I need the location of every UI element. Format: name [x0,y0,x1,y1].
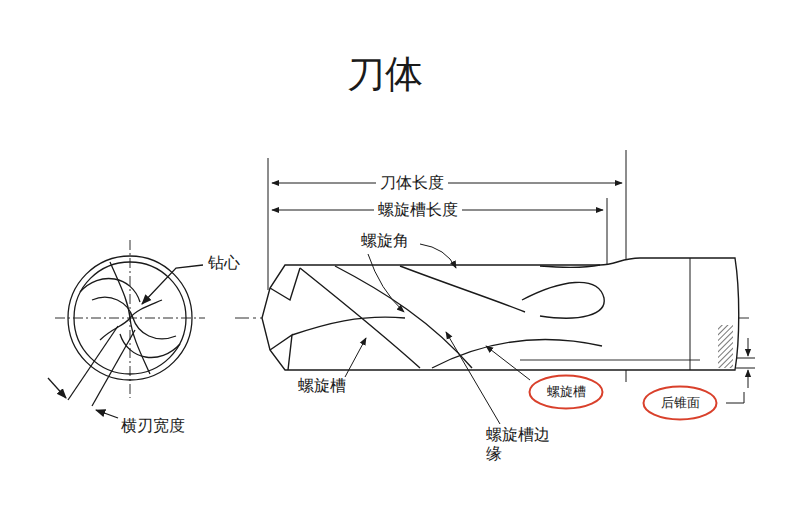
title: 刀体 [347,52,423,98]
highlight-text: 后锥面 [642,394,718,412]
drill-body-part [335,266,472,368]
part-label: 螺旋槽 [298,376,346,395]
highlight-ellipse: 螺旋槽 [528,374,604,410]
part-label: 横刃宽度 [121,416,185,435]
back-taper-dimension [726,338,755,403]
leader-lines-part [446,332,500,424]
end-view-part [100,300,162,340]
leader-lines [345,244,530,424]
drill-body-part [522,282,604,318]
drill-body-part [292,317,405,335]
end-view-part [96,410,118,418]
drill-body [262,258,739,370]
end-view [48,240,205,418]
drill-body-part [718,325,733,368]
back-taper-dimension-part [736,368,755,369]
end-view-part [142,265,203,304]
drill-body-part [400,266,525,312]
part-label: 螺旋槽长度 [374,200,462,219]
highlight-ellipse: 后锥面 [642,385,718,421]
end-view-part [130,240,131,398]
drill-body-part [262,258,739,370]
back-taper-dimension-part [726,392,744,403]
leader-lines-part [345,338,366,377]
part-label: 刀体长度 [376,173,448,192]
leader-lines-part [420,244,456,268]
end-view-part [55,318,205,319]
leader-lines-part [368,254,404,312]
back-taper-dimension-part [748,338,749,356]
leader-lines-part [486,346,530,380]
end-view-part [48,378,66,398]
highlight-text: 螺旋槽 [528,383,604,401]
drill-body-part [270,335,292,370]
drill-body-part [270,268,300,300]
part-label: 螺旋角 [361,231,409,250]
end-view-part [68,326,118,400]
back-taper-dimension-part [748,370,749,388]
end-view-part [80,279,140,302]
drill-body-part [690,258,691,370]
drill-body-part [540,265,600,267]
part-label: 螺旋槽边 缘 [486,425,555,463]
part-label: 钻心 [208,253,240,272]
back-taper-dimension-part [736,358,755,359]
drill-body-part [520,360,700,361]
dimension-lines-part [268,158,269,290]
end-view-part [92,330,135,406]
drill-body-part [432,340,602,368]
